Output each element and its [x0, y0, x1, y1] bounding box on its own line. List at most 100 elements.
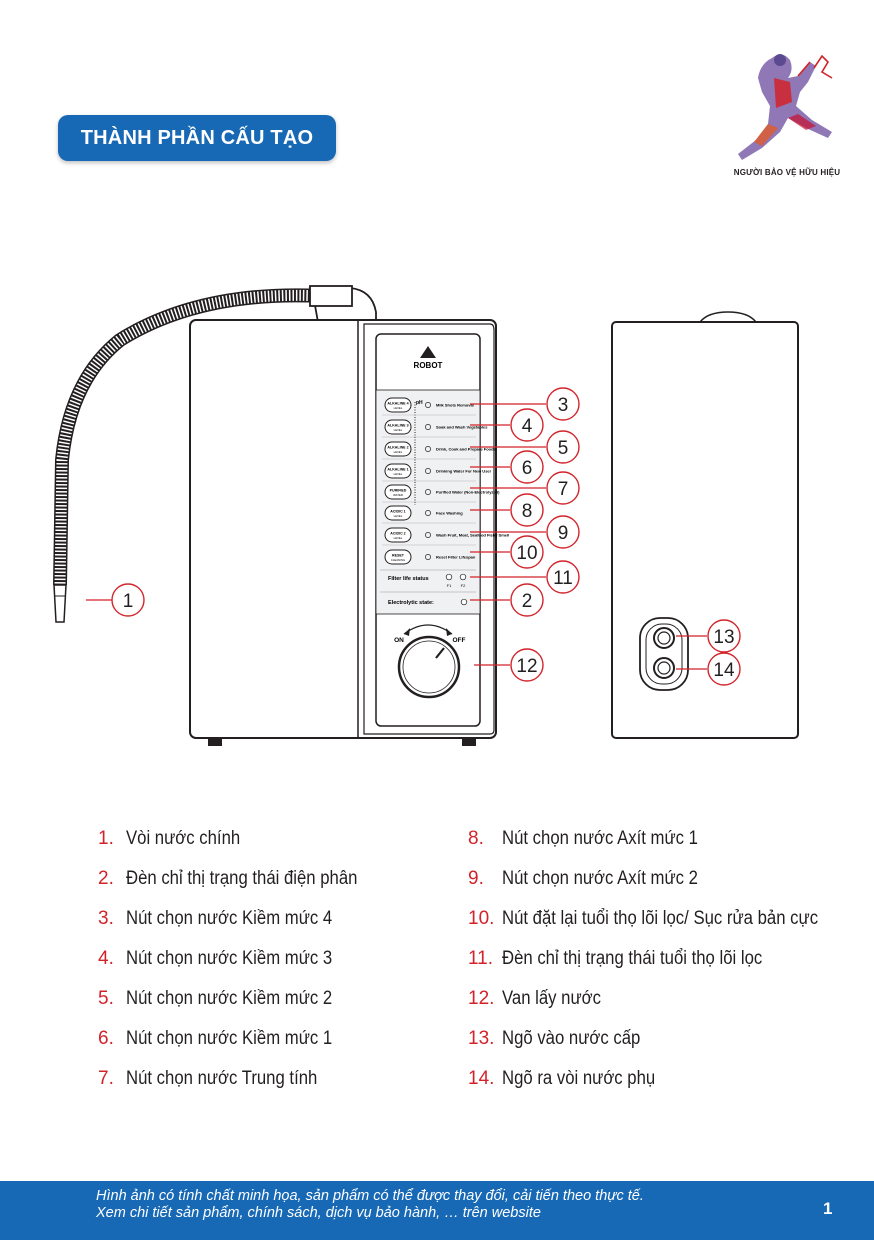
footer-line-1: Hình ảnh có tính chất minh họa, sản phẩm… — [96, 1188, 644, 1204]
list-item-number: 6. — [98, 1028, 114, 1049]
callout-4: 4 — [470, 408, 544, 442]
use-case-icon — [425, 446, 431, 452]
svg-text:3: 3 — [558, 395, 569, 416]
list-item: 6. Nút chọn nước Kiềm mức 1 — [98, 1026, 389, 1066]
list-item-number: 11. — [468, 948, 494, 969]
filter-status-row: Filter life status F1 F2 Electrolytic st… — [380, 569, 476, 606]
water-valve-knob[interactable]: ON OFF — [394, 624, 466, 699]
button-description: Soak and Wash Vegetables — [436, 425, 488, 430]
use-case-icon — [425, 468, 431, 474]
filter-f1-indicator — [445, 573, 453, 581]
callout-1: 1 — [86, 583, 145, 617]
list-item-number: 7. — [98, 1068, 114, 1089]
list-item: 12.Van lấy nước — [468, 986, 861, 1026]
callout-7: 7 — [470, 471, 580, 505]
list-item-text: Nút chọn nước Kiềm mức 4 — [126, 908, 333, 929]
electrolytic-indicator — [460, 598, 468, 606]
ph-label: pH — [416, 400, 423, 406]
list-item-text: Nút chọn nước Axít mức 1 — [502, 828, 698, 849]
svg-text:2: 2 — [522, 591, 533, 612]
svg-text:LEVEL: LEVEL — [394, 472, 403, 476]
page-number: 1 — [823, 1199, 833, 1218]
svg-text:9: 9 — [558, 523, 569, 544]
svg-text:LEVEL: LEVEL — [394, 514, 403, 518]
list-item-number: 5. — [98, 988, 114, 1009]
button-description: Reset Filter Lifespan — [436, 555, 476, 560]
list-item-text: Nút đặt lại tuổi thọ lõi lọc/ Sục rửa bả… — [502, 908, 819, 929]
svg-text:ALKALINE 4: ALKALINE 4 — [387, 402, 408, 406]
use-case-icon — [425, 554, 431, 560]
svg-text:RESET: RESET — [392, 554, 405, 558]
list-item-text: Nút chọn nước Trung tính — [126, 1068, 318, 1089]
panel-brand: ROBOT — [414, 361, 443, 370]
svg-text:4: 4 — [522, 416, 533, 437]
button-description: Drinking Water For New User — [436, 469, 492, 474]
main-faucet-hose — [53, 285, 377, 623]
list-item-text: Nút chọn nước Kiềm mức 1 — [126, 1028, 333, 1049]
svg-text:ACIDIC 2: ACIDIC 2 — [390, 532, 405, 536]
svg-text:LEVEL: LEVEL — [394, 406, 403, 410]
list-item-text: Nút chọn nước Kiềm mức 2 — [126, 988, 333, 1009]
svg-text:LEVEL: LEVEL — [394, 536, 403, 540]
use-case-icon — [425, 489, 431, 495]
svg-text:5: 5 — [558, 438, 569, 459]
svg-text:12: 12 — [516, 656, 537, 677]
list-item-number: 3. — [98, 908, 114, 929]
logo-caption: NGƯỜI BẢO VỆ HỮU HIỆU — [733, 168, 841, 177]
callout-3: 3 — [470, 387, 580, 421]
list-item: 10.Nút đặt lại tuổi thọ lõi lọc/ Sục rửa… — [468, 906, 861, 946]
svg-text:10: 10 — [516, 543, 537, 564]
use-case-icon — [425, 424, 431, 430]
list-item-text: Đèn chỉ thị trạng thái điện phân — [126, 868, 358, 889]
knob-off-label: OFF — [453, 637, 466, 644]
footer-line-2: Xem chi tiết sản phẩm, chính sách, dịch … — [96, 1205, 541, 1221]
electrolytic-label: Electrolytic state: — [388, 600, 434, 606]
footer-disclaimer: Hình ảnh có tính chất minh họa, sản phẩm… — [96, 1188, 644, 1222]
section-title-badge: THÀNH PHẦN CẤU TẠO — [58, 115, 336, 161]
list-item-text: Nút chọn nước Kiềm mức 3 — [126, 948, 333, 969]
svg-text:F1: F1 — [447, 583, 452, 588]
back-view-unit — [611, 311, 799, 739]
list-item-text: Van lấy nước — [502, 988, 601, 1009]
list-item: 7. Nút chọn nước Trung tính — [98, 1066, 389, 1106]
button-description: Wash Fruit, Meat, Seafood Fishy Smell — [436, 533, 509, 538]
svg-text:ALKALINE 1: ALKALINE 1 — [387, 468, 408, 472]
list-item: 1.Vòi nước chính — [98, 826, 389, 866]
callout-10: 10 — [470, 535, 544, 569]
svg-text:7: 7 — [558, 479, 569, 500]
section-title: THÀNH PHẦN CẤU TẠO — [80, 126, 314, 149]
svg-text:13: 13 — [713, 627, 734, 648]
callout-2: 2 — [470, 583, 544, 617]
list-item-text: Ngõ vào nước cấp — [502, 1028, 641, 1049]
svg-text:CLEANING: CLEANING — [391, 558, 405, 562]
list-item-number: 1. — [98, 828, 114, 849]
filter-f2-indicator — [459, 573, 467, 581]
svg-text:8: 8 — [522, 501, 533, 522]
button-description: Purified Water (Non-Electrolyzed) — [436, 490, 500, 495]
list-item-number: 8. — [468, 828, 484, 849]
callout-6: 6 — [470, 450, 544, 484]
secondary-outlet — [653, 657, 675, 679]
list-item-number: 4. — [98, 948, 114, 969]
button-description: Face Washing — [436, 511, 463, 516]
list-item-text: Đèn chỉ thị trạng thái tuổi thọ lõi lọc — [502, 948, 763, 969]
svg-text:LEVEL: LEVEL — [394, 428, 403, 432]
list-item-number: 2. — [98, 868, 114, 889]
callout-14: 14 — [676, 652, 741, 686]
svg-text:ALKALINE 2: ALKALINE 2 — [387, 446, 408, 450]
svg-text:11: 11 — [553, 568, 573, 589]
use-case-icon — [425, 402, 431, 408]
list-item-text: Ngõ ra vòi nước phụ — [502, 1068, 656, 1089]
athlete-figure-logo-icon — [732, 48, 842, 166]
button-description: Drink, Cook and Prepare Foods — [436, 447, 497, 452]
